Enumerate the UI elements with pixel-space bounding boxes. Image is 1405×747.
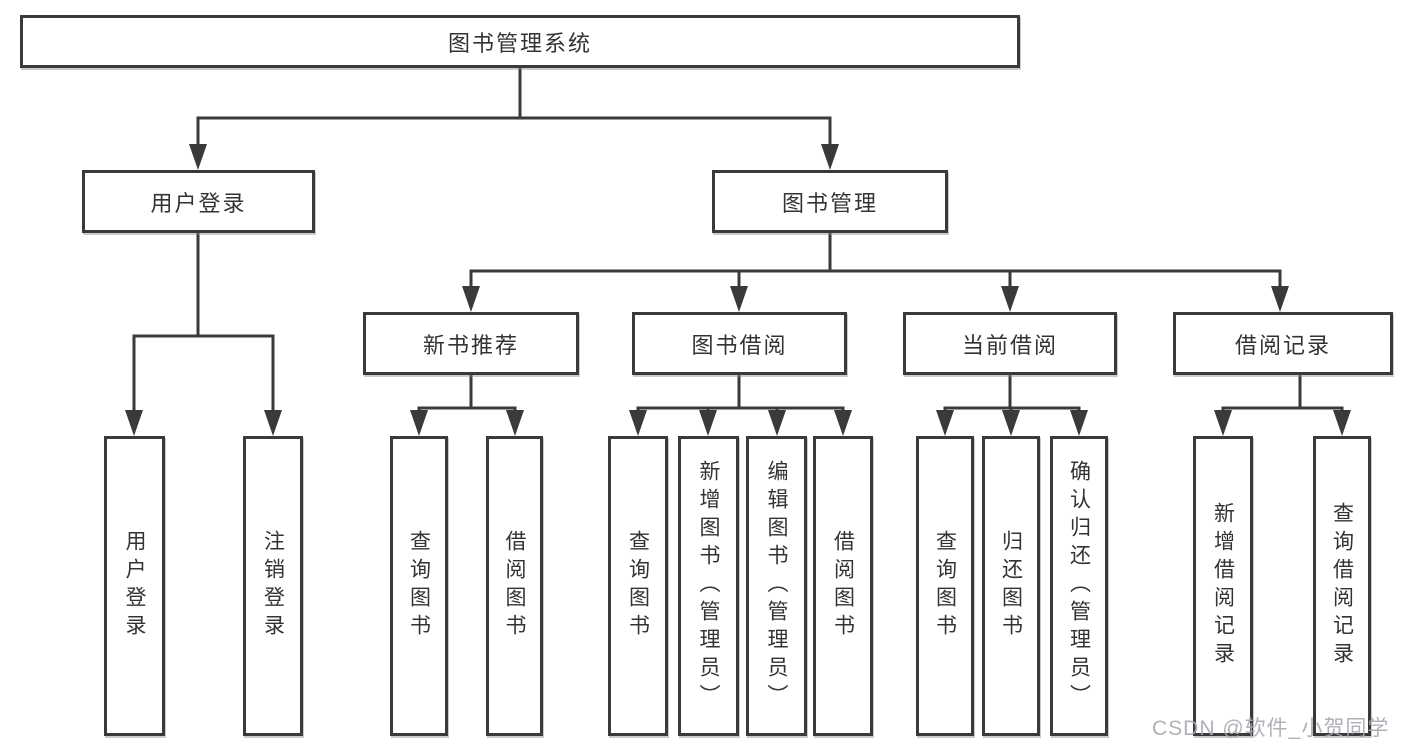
leaf-user-login: 用户登录 [104,436,165,736]
leaf-query-books-current: 查询图书 [916,436,974,736]
edge-book-management-arrowheads [462,286,1289,312]
leaf-query-books-borrowing-label: 查询图书 [626,530,650,642]
leaf-borrow-books-borrowing: 借阅图书 [813,436,873,736]
leaf-logout-label: 注销登录 [261,530,285,642]
node-new-book-recommendation: 新书推荐 [363,312,579,375]
leaf-edit-books-admin-label: 编辑图书（管理员） [765,460,789,712]
leaf-return-books: 归还图书 [982,436,1040,736]
leaf-add-books-admin-label: 新增图书（管理员） [697,460,721,712]
arrow-down-icon [1001,286,1019,312]
node-current-borrowing: 当前借阅 [903,312,1117,375]
arrow-down-icon [189,144,207,170]
node-user-login: 用户登录 [82,170,315,233]
edge-root-arrowheads [189,144,839,170]
leaf-borrow-books-borrowing-label: 借阅图书 [831,530,855,642]
leaf-return-books-label: 归还图书 [999,530,1023,642]
edge-root-to-branches [196,66,832,148]
node-book-management: 图书管理 [712,170,948,233]
csdn-watermark: CSDN @软件_小贺同学 [1152,717,1390,740]
leaf-query-borrow-record-label: 查询借阅记录 [1330,502,1354,670]
edge-leaf-arrowheads [410,410,1351,436]
edge-new-book-recommendation-to-leaves [417,373,517,414]
leaf-logout: 注销登录 [243,436,303,736]
arrow-down-icon [462,286,480,312]
arrow-down-icon [506,410,524,436]
arrow-down-icon [1333,410,1351,436]
arrow-down-icon [629,410,647,436]
leaf-query-books-recommend: 查询图书 [390,436,448,736]
leaf-add-books-admin: 新增图书（管理员） [678,436,739,736]
leaf-edit-books-admin: 编辑图书（管理员） [746,436,807,736]
arrow-down-icon [410,410,428,436]
arrow-down-icon [1002,410,1020,436]
edge-current-borrowing-to-leaves [943,373,1081,414]
node-library-management-system: 图书管理系统 [20,15,1020,68]
edge-user-login-arrowheads [125,410,282,436]
leaf-query-borrow-record: 查询借阅记录 [1313,436,1371,736]
edge-borrowing-records-to-leaves [1221,373,1344,414]
arrow-down-icon [834,410,852,436]
arrow-down-icon [730,286,748,312]
arrow-down-icon [768,410,786,436]
arrow-down-icon [1070,410,1088,436]
arrow-down-icon [699,410,717,436]
leaf-confirm-return-admin-label: 确认归还（管理员） [1067,460,1091,712]
arrow-down-icon [125,410,143,436]
leaf-add-borrow-record-label: 新增借阅记录 [1211,502,1235,670]
leaf-borrow-books-recommend-label: 借阅图书 [503,530,527,642]
leaf-query-books-borrowing: 查询图书 [608,436,668,736]
node-borrowing-records: 借阅记录 [1173,312,1393,375]
arrow-down-icon [1214,410,1232,436]
node-book-borrowing: 图书借阅 [632,312,847,375]
edge-book-management-to-modules [469,231,1282,290]
leaf-add-borrow-record: 新增借阅记录 [1193,436,1253,736]
arrow-down-icon [264,410,282,436]
edge-user-login-to-leaves [132,231,275,414]
leaf-query-books-recommend-label: 查询图书 [407,530,431,642]
leaf-borrow-books-recommend: 借阅图书 [486,436,543,736]
edge-book-borrowing-to-leaves [636,373,845,414]
leaf-confirm-return-admin: 确认归还（管理员） [1050,436,1108,736]
arrow-down-icon [821,144,839,170]
arrow-down-icon [1271,286,1289,312]
leaf-query-books-current-label: 查询图书 [933,530,957,642]
arrow-down-icon [936,410,954,436]
leaf-user-login-label: 用户登录 [123,530,147,642]
